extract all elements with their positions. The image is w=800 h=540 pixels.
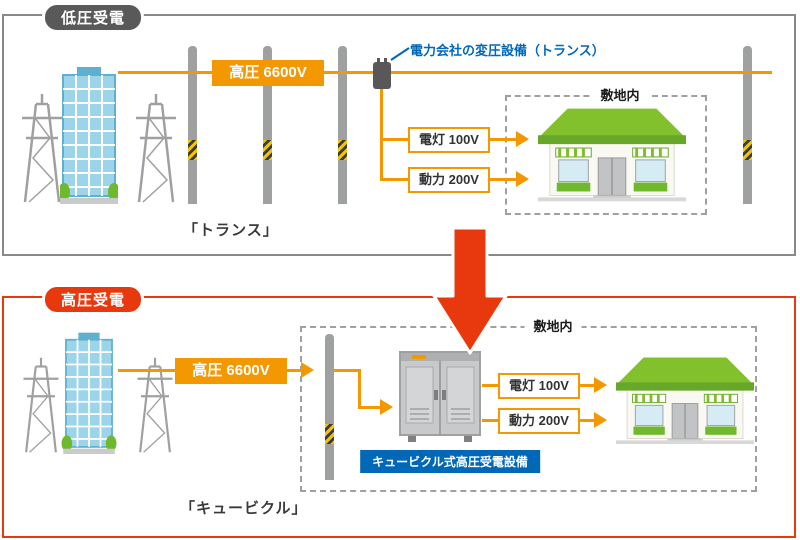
power-branch-line xyxy=(380,178,408,181)
power-label: 動力 200V xyxy=(408,167,490,193)
transmission-tower-icon xyxy=(23,357,59,453)
utility-pole xyxy=(338,46,347,204)
power-feed-line xyxy=(580,419,594,422)
utility-pole xyxy=(188,46,197,204)
power-label: 動力 200V xyxy=(498,408,580,434)
transmission-tower-icon xyxy=(22,94,62,203)
premises-label: 敷地内 xyxy=(591,87,649,104)
utility-pole xyxy=(263,46,272,204)
right-arrow-icon xyxy=(516,171,529,187)
flow-down-arrow-icon xyxy=(432,226,508,355)
cubicle-caption: 「キュービクル」 xyxy=(180,500,308,517)
service-line xyxy=(358,406,380,409)
transformer-caption: 「トランス」 xyxy=(183,222,279,239)
transmission-tower-icon xyxy=(136,94,176,203)
right-arrow-icon xyxy=(301,362,314,378)
high-voltage-line xyxy=(118,369,175,372)
right-arrow-icon xyxy=(594,377,607,393)
transformer-note: 電力会社の変圧設備（トランス） xyxy=(410,43,605,58)
voltage-label: 高圧 6600V xyxy=(175,358,287,384)
light-feed-line xyxy=(580,384,594,387)
hazard-stripe xyxy=(338,140,347,160)
light-feed-line xyxy=(490,138,516,141)
utility-pole xyxy=(743,46,752,204)
premises-label: 敷地内 xyxy=(524,318,582,335)
right-arrow-icon xyxy=(594,412,607,428)
power-feed-line xyxy=(482,419,498,422)
cubicle-label: キュービクル式高圧受電設備 xyxy=(360,450,540,473)
high-voltage-title: 高圧受電 xyxy=(42,284,145,315)
high-voltage-line xyxy=(118,71,772,74)
light-label: 電灯 100V xyxy=(408,127,490,153)
transformer-icon xyxy=(373,58,391,89)
right-arrow-icon xyxy=(516,131,529,147)
note-leader-line xyxy=(390,47,410,61)
high-voltage-panel xyxy=(2,296,796,538)
hazard-stripe xyxy=(263,140,272,160)
high-voltage-line xyxy=(287,369,301,372)
voltage-label: 高圧 6600V xyxy=(212,60,324,86)
right-arrow-icon xyxy=(380,399,393,415)
light-branch-line xyxy=(380,138,408,141)
utility-pole xyxy=(325,334,334,480)
hazard-stripe xyxy=(325,424,334,444)
power-feed-line xyxy=(490,178,516,181)
light-label: 電灯 100V xyxy=(498,373,580,399)
service-drop-line xyxy=(358,369,361,409)
power-plant-building-icon xyxy=(61,332,117,454)
low-voltage-title: 低圧受電 xyxy=(42,2,145,33)
store-building-icon xyxy=(538,108,686,202)
transmission-tower-icon xyxy=(137,357,173,453)
service-line xyxy=(334,369,361,372)
store-building-icon xyxy=(616,357,754,444)
power-plant-building-icon xyxy=(60,67,118,204)
light-feed-line xyxy=(482,384,498,387)
hazard-stripe xyxy=(743,140,752,160)
transformer-drop-line xyxy=(380,88,383,181)
cubicle-icon xyxy=(399,351,481,442)
hazard-stripe xyxy=(188,140,197,160)
low-voltage-panel xyxy=(2,14,796,256)
